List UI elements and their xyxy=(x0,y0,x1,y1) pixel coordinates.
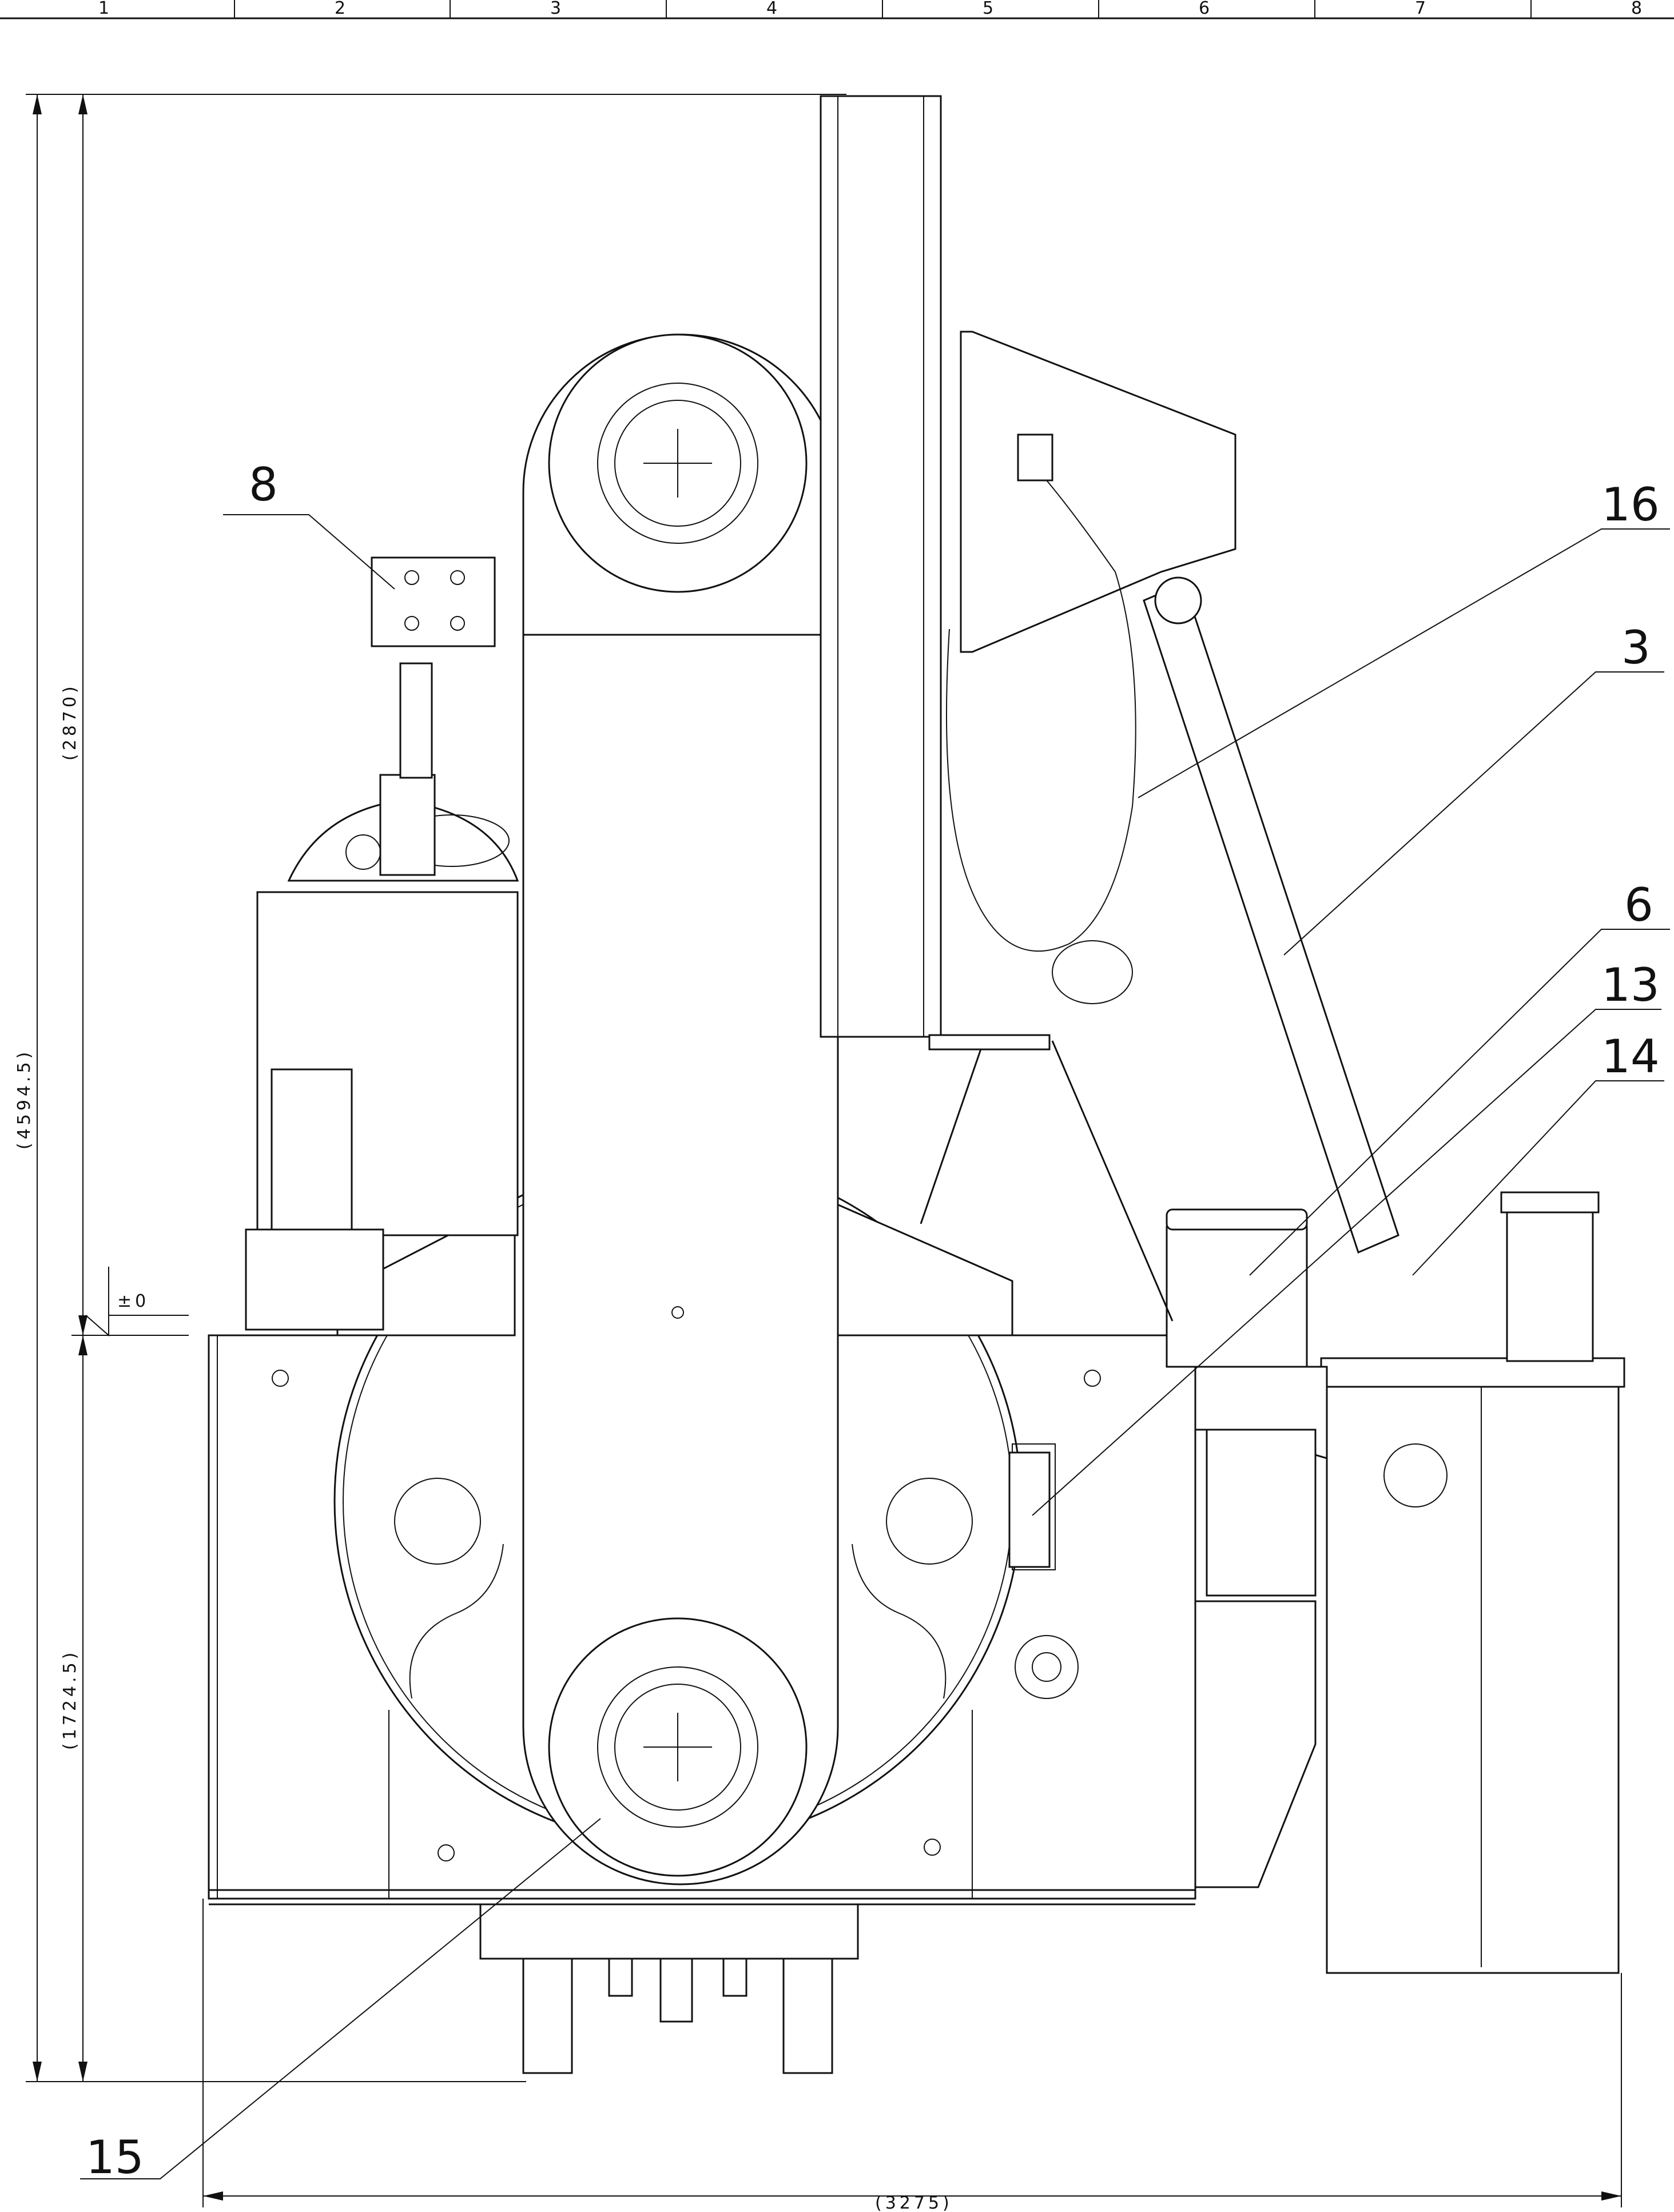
grid-col-2: 2 xyxy=(335,0,345,18)
top-column xyxy=(820,95,942,1038)
angled-strut xyxy=(1143,582,1399,1254)
drum-window-left xyxy=(394,1478,481,1565)
grid-header: 1 2 3 4 5 6 7 8 xyxy=(0,0,1674,19)
dimension-lower-height: (1724.5) xyxy=(60,1649,80,1750)
right-cabinet xyxy=(1326,1377,1620,1974)
grid-col-3: 3 xyxy=(550,0,561,18)
callout-3: 3 xyxy=(1621,621,1651,674)
dimension-lines xyxy=(26,94,1622,2207)
grid-col-8: 8 xyxy=(1631,0,1642,18)
callout-15: 15 xyxy=(86,2131,144,2184)
grid-col-5: 5 xyxy=(983,0,993,18)
grid-col-1: 1 xyxy=(98,0,109,18)
component-8-box xyxy=(371,556,496,647)
right-motor xyxy=(1166,1226,1308,1368)
hose-16 xyxy=(946,480,1136,952)
bottom-manifold xyxy=(479,1903,859,1960)
callout-6: 6 xyxy=(1624,878,1653,932)
dimension-overall-width: (3275) xyxy=(875,2193,953,2212)
reference-level-label: ±0 xyxy=(117,1291,149,1311)
callout-16: 16 xyxy=(1601,478,1660,531)
dimension-overall-height: (4594.5) xyxy=(14,1049,34,1149)
machine-assembly xyxy=(208,95,1625,2074)
component-13-plate xyxy=(1008,1451,1051,1568)
callout-8: 8 xyxy=(249,458,278,511)
dimension-upper-height: (2870) xyxy=(60,683,80,761)
callout-14: 14 xyxy=(1601,1030,1660,1083)
upper-hood xyxy=(960,331,1236,653)
grid-col-7: 7 xyxy=(1415,0,1426,18)
callout-13: 13 xyxy=(1601,958,1660,1012)
callout-leaders xyxy=(80,514,1670,2179)
grid-col-6: 6 xyxy=(1199,0,1210,18)
drum-window-right xyxy=(886,1478,973,1565)
grid-col-4: 4 xyxy=(766,0,777,18)
